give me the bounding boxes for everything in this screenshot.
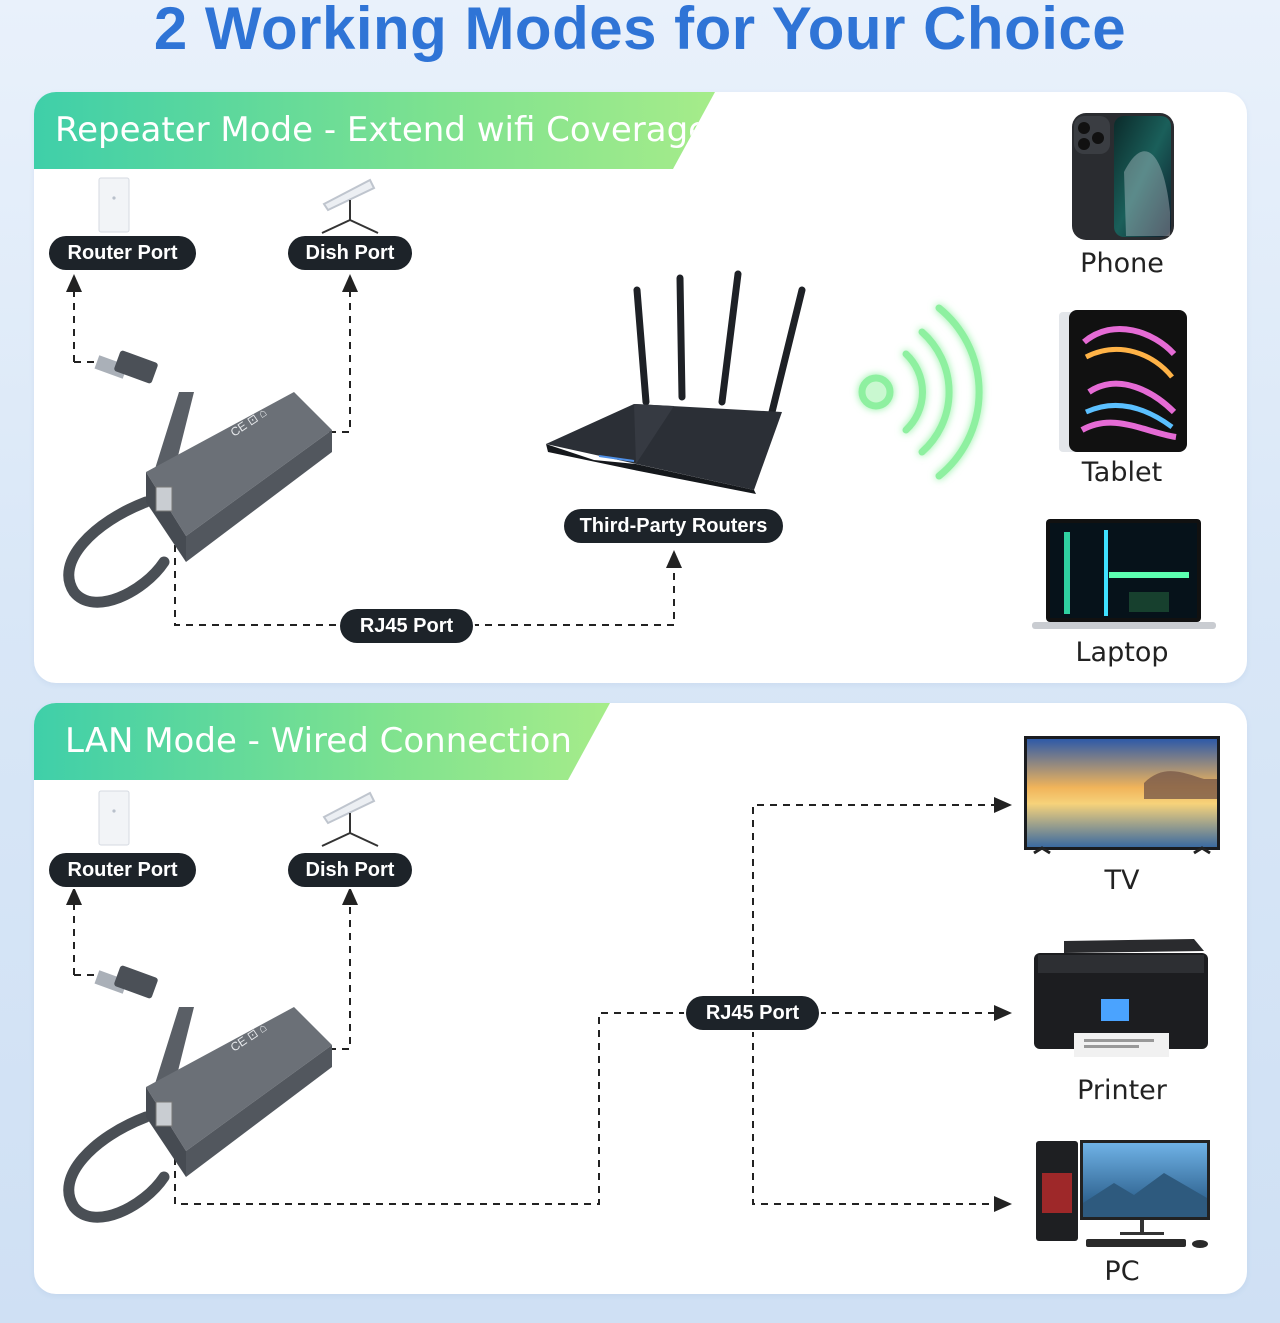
router-port-label: Router Port bbox=[49, 236, 196, 270]
wifi-router-icon bbox=[546, 270, 806, 494]
laptop-label: Laptop bbox=[1075, 637, 1169, 668]
wifi-signal-icon bbox=[858, 304, 983, 480]
ethernet-adapter-icon: CE ⊡ ⌂ bbox=[63, 965, 332, 1223]
ethernet-adapter-icon: CE ⊡ ⌂ bbox=[63, 350, 332, 608]
phone-icon bbox=[1072, 113, 1174, 240]
lan-diagram: CE ⊡ ⌂ bbox=[63, 736, 1220, 1248]
pc-label: PC bbox=[1104, 1256, 1140, 1287]
dish-icon bbox=[321, 791, 379, 847]
lan-mode-banner: LAN Mode - Wired Connection bbox=[34, 703, 610, 780]
router-port-label: Router Port bbox=[49, 853, 196, 887]
third-party-routers-label: Third-Party Routers bbox=[564, 509, 783, 543]
page-title: 2 Working Modes for Your Choice bbox=[153, 0, 1127, 62]
printer-label: Printer bbox=[1077, 1075, 1167, 1106]
tablet-icon bbox=[1059, 310, 1187, 452]
laptop-icon bbox=[1032, 519, 1216, 629]
tablet-label: Tablet bbox=[1081, 457, 1163, 488]
printer-icon bbox=[1034, 939, 1208, 1057]
repeater-mode-panel: Repeater Mode - Extend wifi Coverage bbox=[34, 92, 1247, 683]
rj45-port-label: RJ45 Port bbox=[340, 609, 473, 643]
repeater-diagram: CE ⊡ ⌂ bbox=[63, 113, 1216, 629]
dish-port-label: Dish Port bbox=[288, 853, 412, 887]
wall-router-icon bbox=[98, 177, 130, 233]
tv-label: TV bbox=[1104, 865, 1140, 896]
pc-icon bbox=[1036, 1140, 1210, 1248]
tv-icon bbox=[1024, 736, 1220, 855]
lan-mode-heading: LAN Mode - Wired Connection bbox=[65, 721, 572, 761]
phone-label: Phone bbox=[1080, 248, 1164, 279]
repeater-mode-heading: Repeater Mode - Extend wifi Coverage bbox=[55, 110, 710, 150]
repeater-mode-banner: Repeater Mode - Extend wifi Coverage bbox=[34, 92, 715, 169]
dish-icon bbox=[321, 178, 379, 234]
lan-mode-panel: LAN Mode - Wired Connection bbox=[34, 703, 1247, 1294]
rj45-port-label: RJ45 Port bbox=[686, 996, 819, 1030]
dish-port-label: Dish Port bbox=[288, 236, 412, 270]
wall-router-icon bbox=[98, 790, 130, 846]
connection-lines bbox=[66, 797, 1012, 1212]
